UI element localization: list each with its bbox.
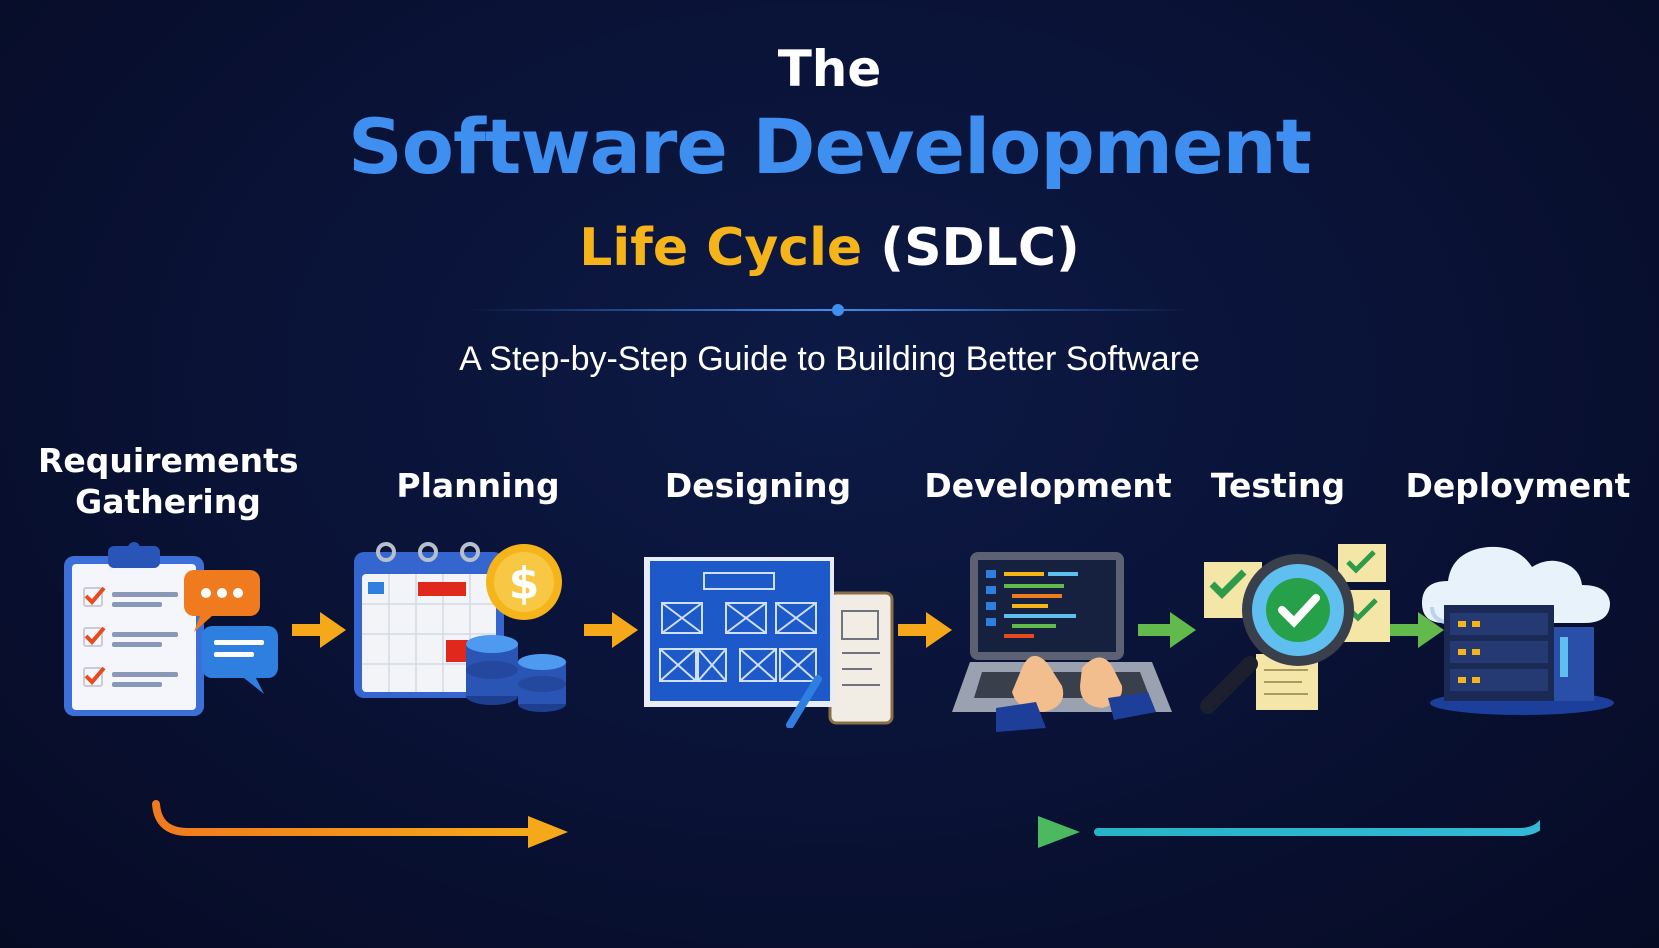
- step-label-requirements-line1: Requirements: [38, 441, 299, 480]
- step-label-deployment: Deployment: [1405, 466, 1631, 505]
- arrow-step-1-2: [292, 612, 346, 648]
- title-life-cycle: Life Cycle (SDLC): [0, 218, 1659, 278]
- step-label-requirements-line2: Gathering: [75, 482, 261, 521]
- step-label-testing: Testing: [1210, 466, 1346, 505]
- step-label-requirements: Requirements Gathering: [38, 440, 299, 522]
- laptop-coding-icon: [952, 552, 1172, 732]
- step-label-designing: Designing: [664, 466, 852, 505]
- cloud-server-icon: [1422, 546, 1614, 715]
- title-sdlc: (SDLC): [880, 218, 1080, 278]
- svg-text:$: $: [509, 558, 540, 609]
- tagline: A Step-by-Step Guide to Building Better …: [459, 340, 1200, 378]
- arrow-step-2-3: [584, 612, 638, 648]
- title-line-the: The: [777, 40, 882, 98]
- arrow-step-3-4: [898, 612, 952, 648]
- blueprint-wireframe-icon: [644, 557, 894, 728]
- step-label-development: Development: [924, 466, 1172, 505]
- title-life-cycle-highlight: Life Cycle: [579, 218, 863, 278]
- title-software-development: Software Development: [348, 102, 1312, 191]
- step-label-planning: Planning: [396, 466, 560, 505]
- clipboard-checklist-icon: [64, 542, 278, 716]
- title-divider: [470, 304, 1190, 316]
- bottom-flow-arrow: [152, 800, 1540, 848]
- arrow-step-4-5: [1138, 612, 1196, 648]
- magnifier-check-icon: [1200, 544, 1390, 714]
- calendar-coins-icon: $: [354, 542, 566, 712]
- arrow-step-5-6: [1390, 612, 1444, 648]
